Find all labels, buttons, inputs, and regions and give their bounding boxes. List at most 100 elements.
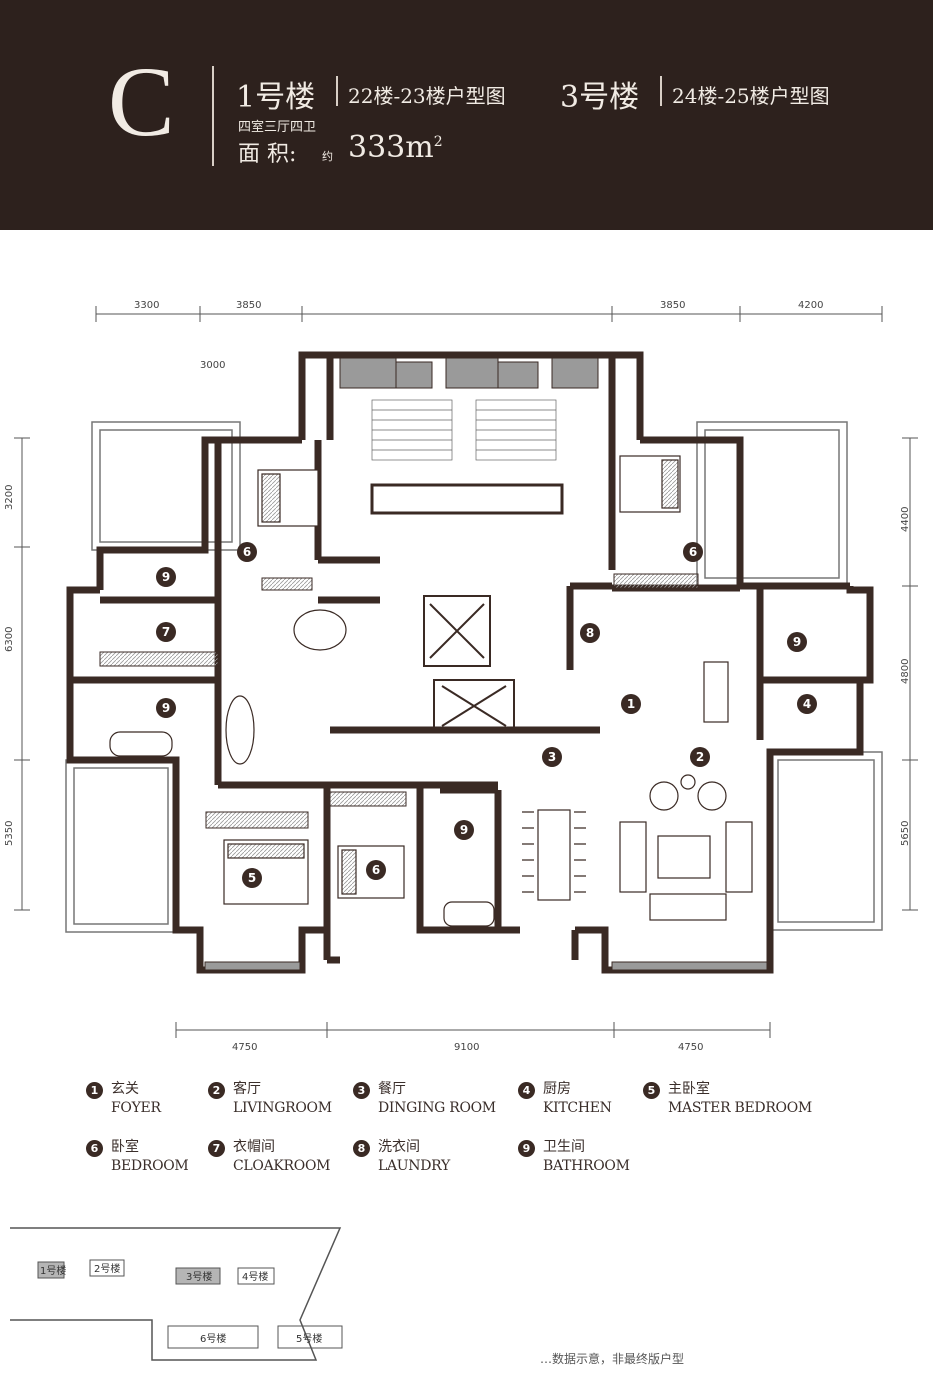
dim-left-3: 5350	[4, 821, 15, 846]
furniture	[109, 609, 753, 927]
legend-zh: 卧室	[111, 1139, 139, 1155]
marker-text: 5	[248, 871, 256, 885]
header-banner: C 1号楼 22楼-23楼户型图 3号楼 24楼-25楼户型图 四室三厅四卫 面…	[0, 0, 933, 230]
legend-zh: 客厅	[233, 1081, 261, 1097]
legend-en: FOYER	[111, 1100, 161, 1116]
dim-right-2: 4800	[900, 659, 911, 684]
building-3: 3号楼	[175, 1267, 221, 1285]
elevators	[423, 595, 515, 733]
marker-bedroom-s: 6	[366, 860, 386, 880]
legend-en: LAUNDRY	[378, 1158, 450, 1174]
legend-en: KITCHEN	[543, 1100, 612, 1116]
legend-item-foyer: 1 玄关 FOYER	[86, 1078, 256, 1124]
marker-text: 9	[460, 823, 468, 837]
legend-item-kitchen: 4 厨房 KITCHEN	[518, 1078, 688, 1124]
area-label: 面 积:	[238, 142, 297, 167]
legend-en: BEDROOM	[111, 1158, 189, 1174]
marker-bath-s: 9	[454, 820, 474, 840]
marker-text: 4	[803, 697, 811, 711]
marker-bedroom-ne: 6	[683, 542, 703, 562]
marker-text: 9	[793, 635, 801, 649]
building-label: 2号楼	[94, 1262, 120, 1275]
floors1-label: 22楼-23楼户型图	[348, 84, 506, 108]
dim-top-3: 3850	[660, 300, 685, 311]
marker-living: 2	[690, 747, 710, 767]
area-approx: 约	[322, 150, 333, 163]
marker-cloak: 7	[156, 622, 176, 642]
floors2-label: 24楼-25楼户型图	[672, 84, 830, 108]
marker-text: 6	[243, 545, 251, 559]
area-superscript: 2	[433, 134, 443, 150]
building-label: 3号楼	[186, 1270, 212, 1283]
dim-left-1: 3200	[4, 485, 15, 510]
legend-zh: 卫生间	[543, 1139, 585, 1155]
building-6: 6号楼	[167, 1325, 259, 1349]
marker-foyer: 1	[621, 694, 641, 714]
site-plan: 1号楼 2号楼 3号楼 4号楼 6号楼 5号楼	[10, 1227, 343, 1361]
legend-item-laundry: 8 洗衣间 LAUNDRY	[353, 1136, 523, 1182]
legend-en: MASTER BEDROOM	[668, 1100, 812, 1116]
windows	[204, 357, 768, 971]
marker-text: 9	[162, 701, 170, 715]
header-divider	[660, 76, 662, 106]
legend-number: 3	[353, 1082, 370, 1099]
building-2: 2号楼	[89, 1259, 125, 1277]
legend-number: 2	[208, 1082, 225, 1099]
legend-number: 4	[518, 1082, 535, 1099]
dim-bottom-1: 4750	[232, 1042, 257, 1053]
building-label: 6号楼	[200, 1332, 226, 1345]
dim-top-1: 3300	[134, 300, 159, 311]
legend-item-living: 2 客厅 LIVINGROOM	[208, 1078, 378, 1124]
marker-kitchen: 4	[797, 694, 817, 714]
legend-zh: 厨房	[543, 1081, 571, 1097]
building-5: 5号楼	[277, 1325, 343, 1349]
building1-label: 1号楼	[236, 80, 316, 115]
marker-text: 6	[372, 863, 380, 877]
marker-master: 5	[242, 868, 262, 888]
walls	[66, 351, 874, 974]
legend-number: 1	[86, 1082, 103, 1099]
marker-text: 1	[627, 697, 635, 711]
stairs	[370, 399, 564, 515]
disclaimer-text: …数据示意，非最终版户型	[540, 1352, 685, 1366]
dim-right-3: 5650	[900, 821, 911, 846]
legend-zh: 玄关	[111, 1081, 139, 1097]
marker-text: 8	[586, 626, 594, 640]
building-label: 1号楼	[40, 1264, 66, 1277]
building-label: 4号楼	[242, 1270, 268, 1283]
legend-zh: 主卧室	[668, 1081, 710, 1097]
legend-number: 5	[643, 1082, 660, 1099]
legend-en: BATHROOM	[543, 1158, 630, 1174]
dim-left-2: 6300	[4, 627, 15, 652]
legend-item-dining: 3 餐厅 DINGING ROOM	[353, 1078, 523, 1124]
legend-en: LIVINGROOM	[233, 1100, 332, 1116]
dim-top-4: 4200	[798, 300, 823, 311]
site-boundary	[10, 1227, 342, 1361]
legend-number: 8	[353, 1140, 370, 1157]
legend-zh: 洗衣间	[378, 1139, 420, 1155]
dim-bottom-3: 4750	[678, 1042, 703, 1053]
legend-zh: 餐厅	[378, 1081, 406, 1097]
marker-laundry: 8	[580, 623, 600, 643]
legend-item-cloakroom: 7 衣帽间 CLOAKROOM	[208, 1136, 378, 1182]
wardrobes	[99, 573, 699, 829]
dim-right-1: 4400	[900, 507, 911, 532]
dim-top-inner: 3000	[200, 360, 225, 371]
building-1: 1号楼	[37, 1261, 66, 1279]
marker-text: 7	[162, 625, 170, 639]
dim-top-2: 3850	[236, 300, 261, 311]
dim-bottom-2: 9100	[454, 1042, 479, 1053]
legend-en: CLOAKROOM	[233, 1158, 331, 1174]
legend-item-master-bedroom: 5 主卧室 MASTER BEDROOM	[643, 1078, 833, 1124]
legend-zh: 衣帽间	[233, 1139, 275, 1155]
marker-bath-ne: 9	[787, 632, 807, 652]
header-divider	[212, 66, 214, 166]
building-4: 4号楼	[237, 1267, 275, 1285]
legend-item-bedroom: 6 卧室 BEDROOM	[86, 1136, 256, 1182]
legend-number: 6	[86, 1140, 103, 1157]
marker-text: 6	[689, 545, 697, 559]
legend-item-bathroom: 9 卫生间 BATHROOM	[518, 1136, 688, 1182]
area-value: 333m2	[348, 130, 443, 165]
marker-bedroom-nw: 6	[237, 542, 257, 562]
layout-label: 四室三厅四卫	[238, 120, 317, 135]
